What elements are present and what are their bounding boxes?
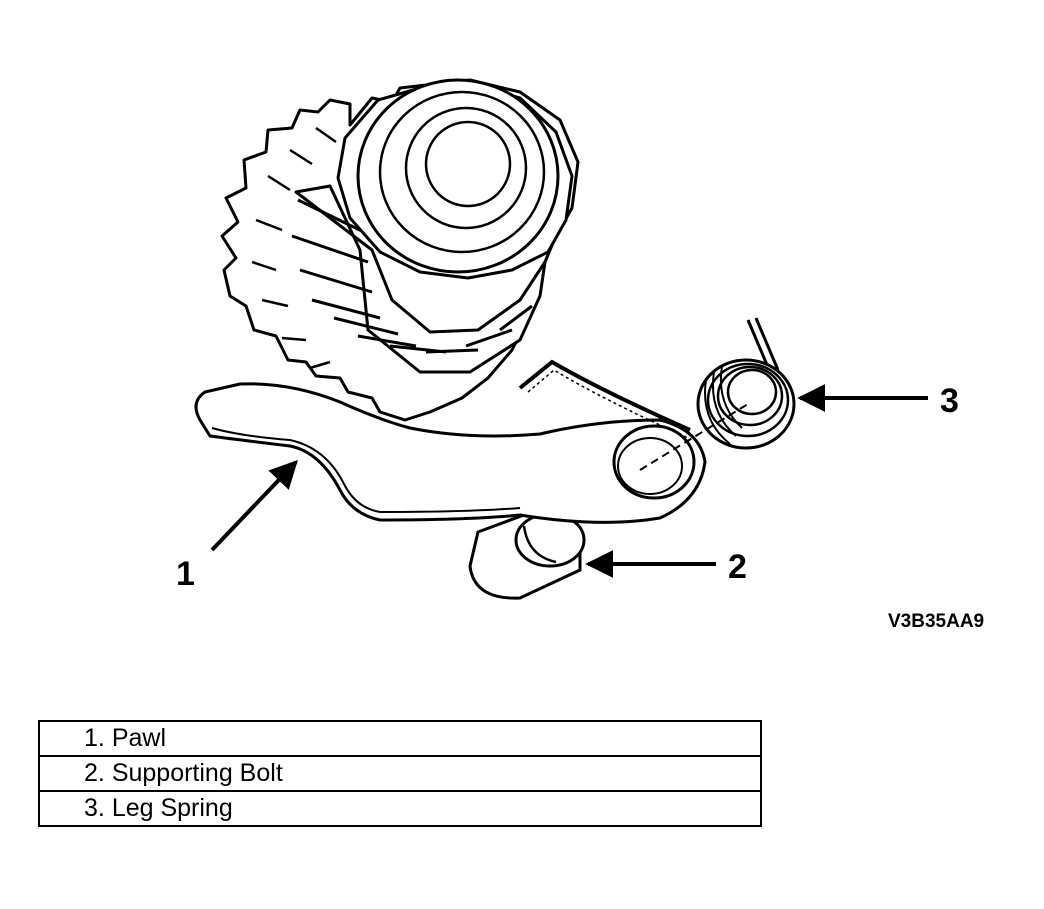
supporting-bolt-drawing	[468, 510, 586, 600]
legend-table: 1. Pawl 2. Supporting Bolt 3. Leg Spring	[38, 720, 762, 827]
legend-number: 2.	[84, 759, 105, 787]
legend-row-leg-spring: 3. Leg Spring	[38, 790, 762, 827]
figure-code: V3B35AA9	[888, 611, 984, 632]
callout-number-leg-spring: 3	[940, 382, 959, 420]
legend-cell: 3. Leg Spring	[38, 790, 762, 827]
legend-number: 3.	[84, 794, 105, 822]
leg-spring-drawing	[518, 317, 796, 471]
gear-drawing	[220, 78, 580, 422]
callout-number-supporting-bolt: 2	[728, 548, 747, 586]
legend-label: Supporting Bolt	[111, 759, 283, 787]
legend-row-supporting-bolt: 2. Supporting Bolt	[38, 755, 762, 792]
callout-arrow-pawl	[210, 459, 298, 552]
legend-number: 1.	[84, 724, 105, 752]
legend-label: Pawl	[111, 724, 166, 752]
legend-cell: 2. Supporting Bolt	[38, 755, 762, 792]
legend-cell: 1. Pawl	[38, 720, 762, 757]
legend-row-pawl: 1. Pawl	[38, 720, 762, 757]
legend-label: Leg Spring	[111, 794, 233, 822]
callout-number-pawl: 1	[176, 555, 195, 593]
